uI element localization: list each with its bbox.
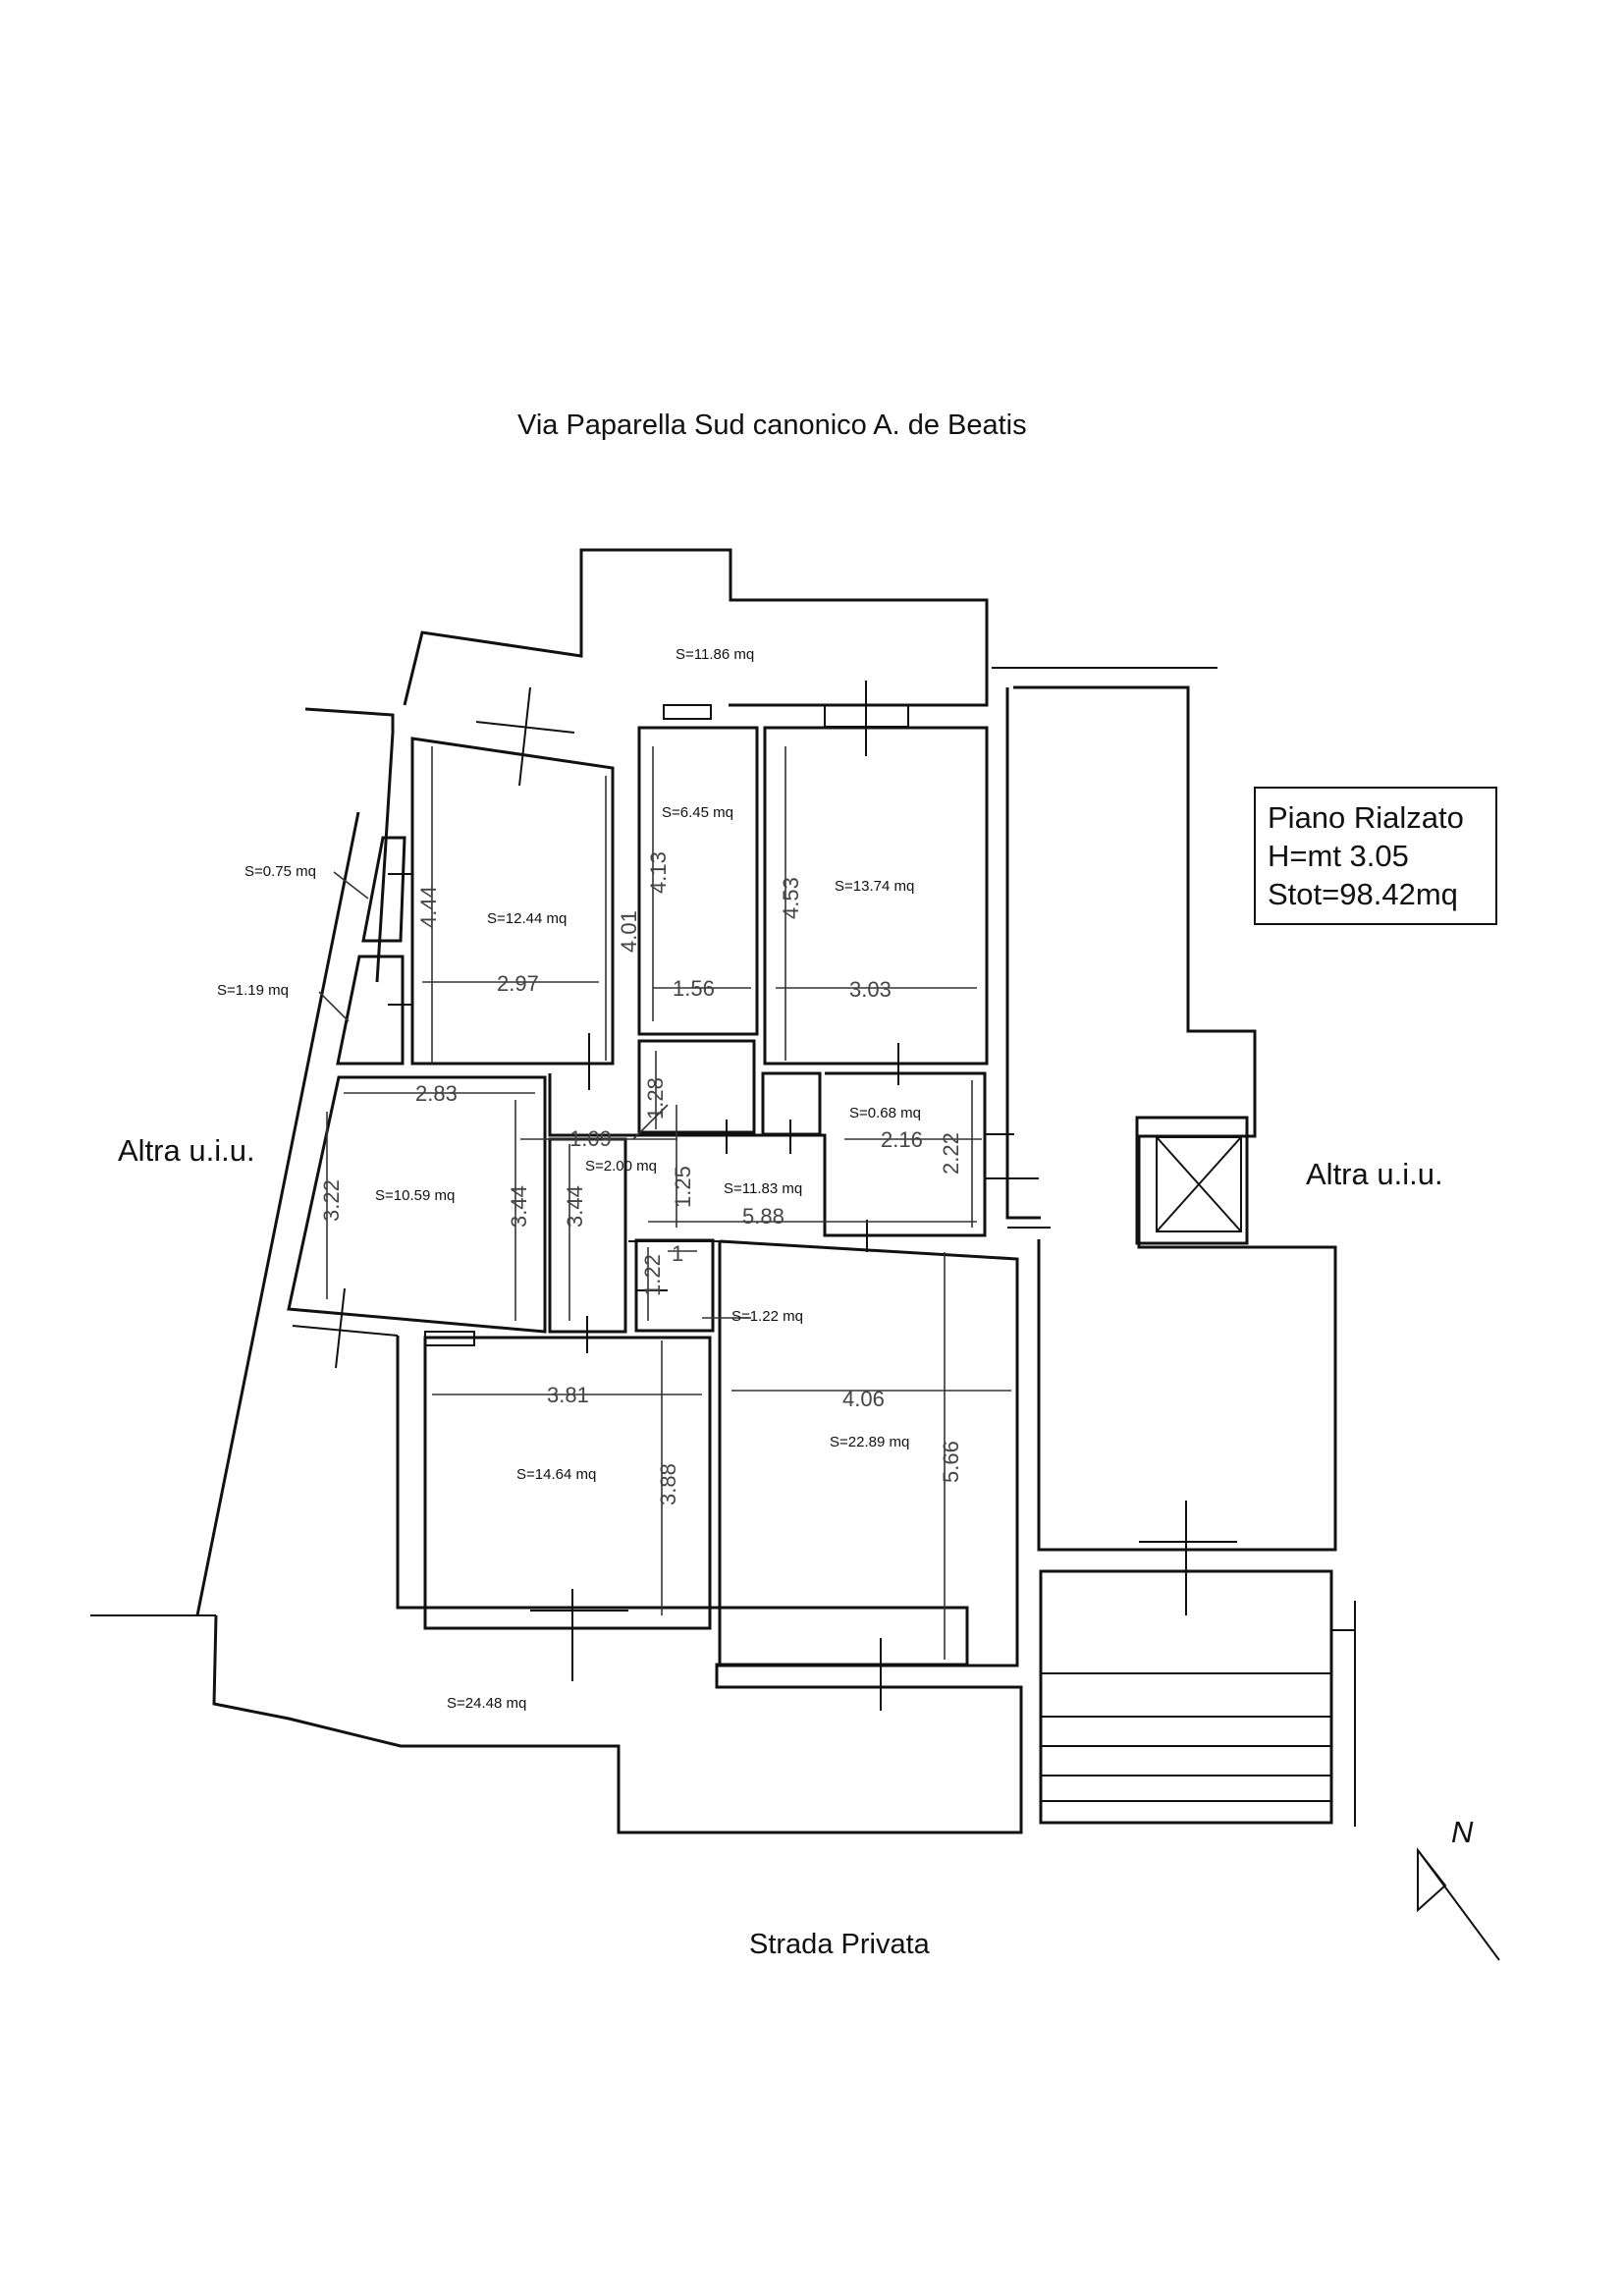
dim-label-4-44: 4.44 <box>416 886 441 928</box>
area-label-room-ne: S=13.74 mq <box>835 878 914 895</box>
dim-label-3-44-a: 3.44 <box>507 1185 531 1228</box>
area-label-closet-upper-left: S=0.75 mq <box>244 863 316 880</box>
area-label-hallway: S=11.83 mq <box>724 1180 802 1197</box>
area-label-room-se: S=22.89 mq <box>830 1434 909 1450</box>
dim-label-4-53: 4.53 <box>779 877 803 919</box>
street-name-bottom: Strada Privata <box>749 1929 931 1960</box>
north-arrow-icon: N <box>1417 1815 1500 1961</box>
rooms <box>287 726 1019 1667</box>
dim-label-3-22: 3.22 <box>319 1179 344 1222</box>
area-label-closet-lower-left: S=1.19 mq <box>217 982 289 999</box>
dim-label-2-83: 2.83 <box>415 1081 458 1106</box>
dim-label-3-81: 3.81 <box>547 1383 589 1407</box>
area-label-closet-center: S=2.00 mq <box>585 1158 657 1175</box>
area-label-closet-small: S=1.22 mq <box>731 1308 803 1325</box>
dim-label-1-09: 1.09 <box>569 1126 612 1151</box>
dim-label-4-13: 4.13 <box>646 851 671 894</box>
dim-label-4-06: 4.06 <box>842 1387 885 1411</box>
area-label-room-nw: S=12.44 mq <box>487 910 567 927</box>
north-label: N <box>1451 1815 1474 1849</box>
total-area: Stot=98.42mq <box>1268 877 1458 911</box>
dimension-labels: 4.44 2.97 4.01 4.13 1.56 4.53 3.03 2.83 … <box>319 851 963 1505</box>
dim-label-5-66: 5.66 <box>939 1441 963 1483</box>
dim-label-4-01: 4.01 <box>617 910 641 953</box>
dim-label-3-03: 3.03 <box>849 977 892 1002</box>
floor-name: Piano Rialzato <box>1268 800 1464 835</box>
dim-label-3-44-b: 3.44 <box>563 1185 587 1228</box>
dim-label-5-88: 5.88 <box>742 1204 784 1229</box>
dim-label-2-22: 2.22 <box>939 1132 963 1175</box>
area-label-room-west: S=10.59 mq <box>375 1187 455 1204</box>
area-label-room-sw: S=14.64 mq <box>516 1466 596 1483</box>
area-label-balcony-north: S=11.86 mq <box>676 646 754 663</box>
openings <box>292 681 1237 1711</box>
dim-label-1-22: 1.22 <box>640 1254 665 1296</box>
street-name-top: Via Paparella Sud canonico A. de Beatis <box>517 410 1027 441</box>
dim-label-2-16: 2.16 <box>881 1127 923 1152</box>
floor-info-box: Piano Rialzato H=mt 3.05 Stot=98.42mq <box>1254 787 1497 925</box>
dimension-lines <box>318 746 1011 1660</box>
neighbor-label-left: Altra u.i.u. <box>118 1133 255 1168</box>
dim-label-1-56: 1.56 <box>673 976 715 1001</box>
area-label-room-north-center: S=6.45 mq <box>662 804 733 821</box>
area-labels: S=11.86 mq S=12.44 mq S=6.45 mq S=13.74 … <box>217 646 921 1712</box>
dim-label-1-28: 1.28 <box>643 1077 668 1120</box>
dim-label-3-88: 3.88 <box>656 1463 680 1505</box>
dim-label-1-25: 1.25 <box>671 1166 695 1208</box>
dim-label-1: 1 <box>672 1241 683 1266</box>
outer-walls <box>90 548 1356 1834</box>
dim-label-2-97: 2.97 <box>497 971 539 996</box>
area-label-courtyard-south: S=24.48 mq <box>447 1695 526 1712</box>
floor-height: H=mt 3.05 <box>1268 839 1409 873</box>
neighbor-label-right: Altra u.i.u. <box>1306 1157 1443 1191</box>
area-label-closet-right: S=0.68 mq <box>849 1105 921 1121</box>
